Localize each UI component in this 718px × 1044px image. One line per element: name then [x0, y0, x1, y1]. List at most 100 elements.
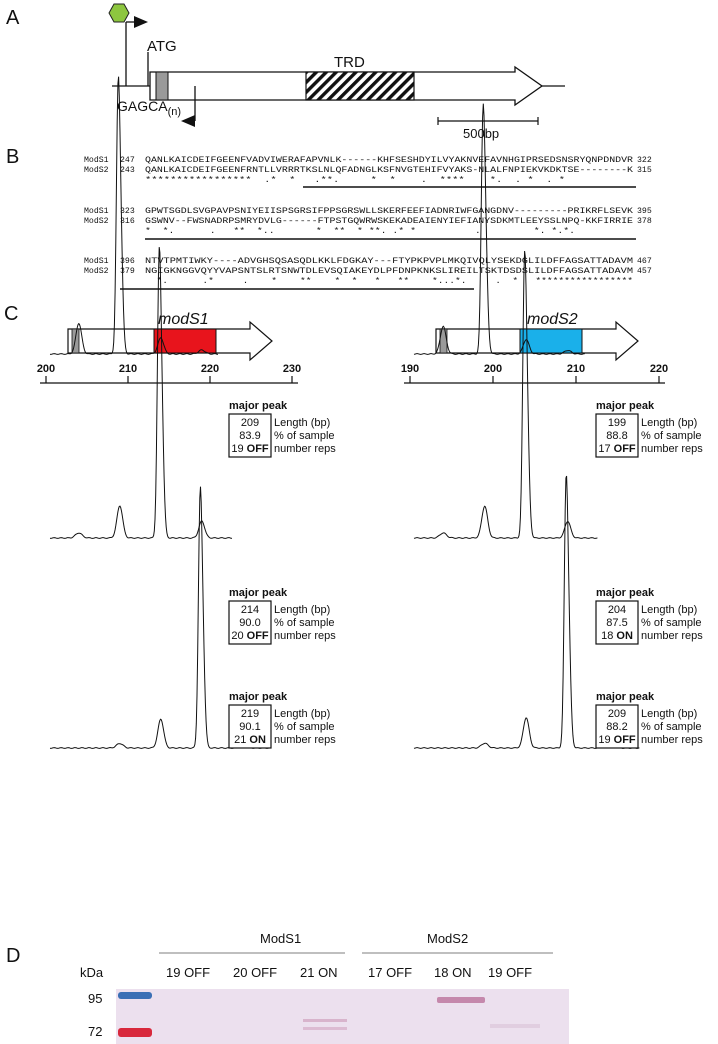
- major-peak-title: major peak: [229, 400, 288, 412]
- peak-percent: 83.9: [239, 430, 260, 442]
- blot-band-19-off-faint: [490, 1024, 540, 1028]
- panel-letter-d: D: [6, 945, 20, 967]
- electropherogram-trace: [413, 103, 585, 355]
- align-seq: NGIGKNGGVQYYVAPSNTSLRTSNWTDLEVSQIAKEYDLP…: [145, 267, 633, 276]
- align-start: 379: [120, 267, 135, 276]
- percent-label: % of sample: [641, 617, 702, 629]
- align-end: 395: [637, 207, 652, 216]
- align-seq: QANLKAICDEIFGEENFRNTLLVRRRTKSLNLQFADNGLK…: [145, 166, 633, 175]
- major-peak-title: major peak: [229, 587, 288, 599]
- peak-reps: 20 OFF: [231, 630, 269, 642]
- peak-reps: 18 ON: [601, 630, 633, 642]
- lane-label: 20 OFF: [233, 965, 277, 980]
- align-end: 457: [637, 267, 652, 276]
- major-peak-title: major peak: [596, 400, 655, 412]
- align-name: ModS1: [84, 206, 109, 216]
- blot-band-21-on-lower: [303, 1027, 347, 1030]
- atg-label: ATG: [147, 38, 177, 55]
- reps-label: number reps: [274, 734, 336, 746]
- peak-box: [595, 600, 639, 645]
- gagca-label: GAGCA(n): [117, 98, 181, 118]
- reps-label: number reps: [641, 734, 703, 746]
- right-size-axis: 190 200 210 220: [401, 363, 668, 384]
- trd-label: TRD: [334, 54, 365, 71]
- percent-label: % of sample: [274, 721, 335, 733]
- align-name: ModS1: [84, 155, 109, 165]
- align-name: ModS2: [84, 216, 109, 226]
- align-start: 243: [120, 166, 135, 175]
- align-name: ModS2: [84, 266, 109, 276]
- length-label: Length (bp): [274, 604, 330, 616]
- panel-a-gene-diagram: ATG TRD GAGCA(n) 500bp: [108, 3, 565, 141]
- right-axis-tick-label: 200: [484, 363, 502, 375]
- align-consensus: ***************** .* * .**. * * . **** *…: [145, 175, 565, 185]
- peak-length: 199: [608, 417, 626, 429]
- modS2-gene-diagram: modS2: [435, 311, 639, 362]
- marker-72-label: 72: [88, 1024, 102, 1039]
- peak-reps: 17 OFF: [598, 443, 636, 455]
- peak-box: [595, 413, 639, 458]
- methyl-hexagon-icon: [108, 3, 130, 23]
- peak-percent: 88.8: [606, 430, 627, 442]
- right-axis-tick-label: 190: [401, 363, 419, 375]
- percent-label: % of sample: [641, 721, 702, 733]
- align-end: 322: [637, 156, 652, 165]
- left-axis-tick-label: 230: [283, 363, 301, 375]
- group-label-mods1: ModS1: [260, 931, 301, 946]
- lane-label: 19 OFF: [488, 965, 532, 980]
- peak-reps: 19 OFF: [598, 734, 636, 746]
- right-axis-tick-label: 210: [567, 363, 585, 375]
- align-seq: GPWTSGDLSVGPAVPSNIYEIISPSGRSIFPPSGRSWLLS…: [145, 207, 633, 216]
- length-label: Length (bp): [641, 708, 697, 720]
- peak-length: 204: [608, 604, 626, 616]
- right-axis-tick-label: 220: [650, 363, 668, 375]
- repeat-box: [71, 328, 80, 354]
- reps-label: number reps: [641, 630, 703, 642]
- blot-band-18-on: [437, 997, 485, 1003]
- electropherogram-trace: [49, 76, 219, 355]
- panel-letter-b: B: [6, 146, 19, 168]
- reps-label: number reps: [641, 443, 703, 455]
- peak-reps: 21 ON: [234, 734, 266, 746]
- panel-letter-a: A: [6, 7, 20, 29]
- align-start: 316: [120, 217, 135, 226]
- reps-label: number reps: [274, 443, 336, 455]
- panel-d-western-blot: ModS1 ModS2 kDa 19 OFF 20 OFF 21 ON 17 O…: [80, 931, 569, 1044]
- peak-box: [595, 704, 639, 749]
- align-start: 323: [120, 207, 135, 216]
- peak-length: 209: [241, 417, 259, 429]
- membrane: [116, 989, 569, 1044]
- peak-percent: 90.0: [239, 617, 260, 629]
- peak-length: 209: [608, 708, 626, 720]
- align-start: 247: [120, 156, 135, 165]
- length-label: Length (bp): [641, 604, 697, 616]
- ladder-band-95: [118, 992, 152, 999]
- panel-letter-c: C: [4, 303, 18, 325]
- repeat-box: [155, 71, 169, 101]
- align-end: 315: [637, 166, 652, 175]
- length-label: Length (bp): [641, 417, 697, 429]
- left-info-boxes: major peak 209 83.9 19 OFF Length (bp) %…: [228, 400, 336, 749]
- group-label-mods2: ModS2: [427, 931, 468, 946]
- peak-length: 219: [241, 708, 259, 720]
- left-axis-tick-label: 210: [119, 363, 137, 375]
- peak-percent: 87.5: [606, 617, 627, 629]
- scale-bar-label: 500bp: [463, 126, 499, 141]
- kda-label: kDa: [80, 965, 104, 980]
- modS1-gene-label: modS1: [158, 311, 209, 328]
- lane-label: 18 ON: [434, 965, 472, 980]
- peak-box: [228, 600, 272, 645]
- align-start: 396: [120, 257, 135, 266]
- align-seq: NTVTPMTIWKY----ADVGHSQSASQDLKKLFDGKAY---…: [145, 257, 633, 266]
- peak-percent: 90.1: [239, 721, 260, 733]
- lane-label: 17 OFF: [368, 965, 412, 980]
- reverse-arrow-icon: [181, 115, 195, 127]
- electropherogram-trace: [49, 247, 233, 539]
- align-name: ModS1: [84, 256, 109, 266]
- blot-band-21-on: [303, 1019, 347, 1022]
- lane-label: 19 OFF: [166, 965, 210, 980]
- align-end: 467: [637, 257, 652, 266]
- major-peak-title: major peak: [596, 691, 655, 703]
